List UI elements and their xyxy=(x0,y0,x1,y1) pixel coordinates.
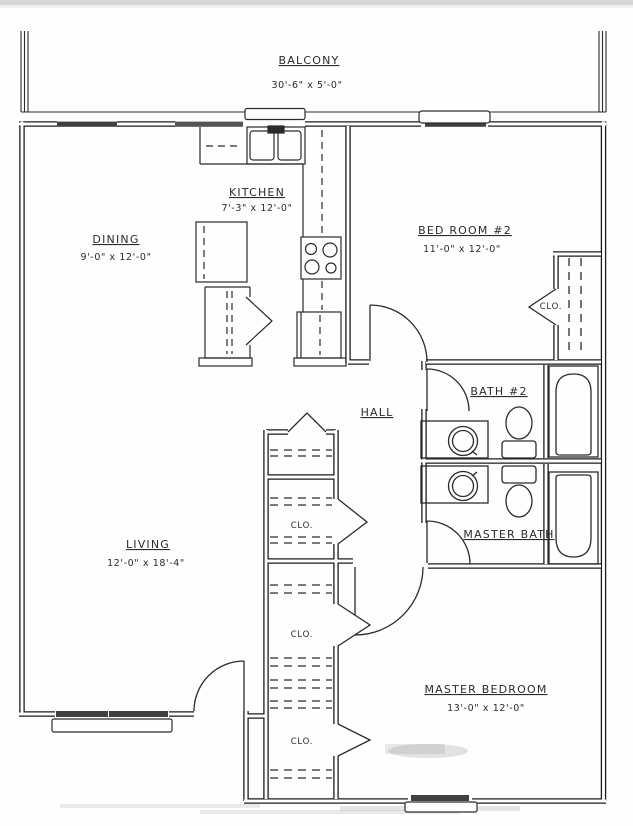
label-master-bedroom: MASTER BEDROOM xyxy=(424,683,547,696)
slider-fixed-panel xyxy=(175,121,243,127)
dining-window xyxy=(57,121,117,127)
walls-inner xyxy=(19,121,606,803)
vanity-sink-master-icon xyxy=(420,465,489,504)
dims-balcony: 30'-6" x 5'-0" xyxy=(271,80,342,91)
kitchen-sink-icon xyxy=(246,125,306,165)
bedroom2-window xyxy=(425,121,486,127)
bath2-door-swing xyxy=(426,368,470,412)
label-kitchen: KITCHEN xyxy=(229,186,285,199)
counter-edge xyxy=(199,127,303,165)
kitchen-fixtures xyxy=(195,125,347,367)
closet-shelf-rods xyxy=(270,258,582,779)
window-sills xyxy=(51,107,491,813)
base-cabinet xyxy=(293,311,347,367)
master-bedroom-window xyxy=(411,795,469,801)
label-balcony: BALCONY xyxy=(279,54,340,67)
dims-dining: 9'-0" x 12'-0" xyxy=(80,252,151,263)
stove-icon xyxy=(300,236,342,280)
bathtub-master-icon xyxy=(548,471,599,565)
master-window-sill xyxy=(404,801,478,813)
dims-living: 12'-0" x 18'-4" xyxy=(107,558,185,569)
label-bedroom2-closet: CLO. xyxy=(540,302,563,312)
bathroom-fixtures xyxy=(420,365,599,565)
label-bath2: BATH #2 xyxy=(470,385,527,398)
sliding-door-panel xyxy=(244,107,306,121)
entry-door-swing xyxy=(193,660,245,712)
bedroom2-closet-rod xyxy=(568,258,582,354)
refrigerator-icon xyxy=(195,221,248,283)
closet-bifold-doors xyxy=(287,288,557,757)
dims-master-bedroom: 13'-0" x 12'-0" xyxy=(447,703,525,714)
pantry-rod xyxy=(226,291,233,354)
label-living: LIVING xyxy=(126,538,170,551)
dims-kitchen: 7'-3" x 12'-0" xyxy=(221,203,292,214)
label-hall: HALL xyxy=(361,406,394,419)
toilet-bath2-icon xyxy=(501,406,537,459)
bathtub-bath2-icon xyxy=(548,365,599,458)
pantry xyxy=(198,286,273,367)
vanity-sink-bath2-icon xyxy=(420,420,489,459)
window-glazing xyxy=(56,121,486,801)
label-dining: DINING xyxy=(92,233,139,246)
dims-bedroom2: 11'-0" x 12'-0" xyxy=(423,244,501,255)
living-window-sill xyxy=(51,718,173,733)
label-closet-4: CLO. xyxy=(291,737,314,747)
toilet-master-icon xyxy=(501,465,537,518)
balcony-railing xyxy=(20,31,607,113)
label-bedroom2: BED ROOM #2 xyxy=(418,224,512,237)
room-labels: BALCONY 30'-6" x 5'-0" KITCHEN 7'-3" x 1… xyxy=(80,54,563,747)
label-closet-2: CLO. xyxy=(291,521,314,531)
door-swings xyxy=(193,288,557,757)
bedroom2-closet-door xyxy=(527,288,557,326)
label-master-bath: MASTER BATH xyxy=(463,528,554,541)
living-window-right xyxy=(113,711,168,717)
pantry-door xyxy=(245,296,273,346)
bedroom2-window-sill xyxy=(418,110,491,124)
label-closet-3: CLO. xyxy=(291,630,314,640)
living-window-left xyxy=(56,711,108,717)
bedroom2-door-swing xyxy=(369,304,428,363)
master-bath-door-swing xyxy=(426,520,471,565)
